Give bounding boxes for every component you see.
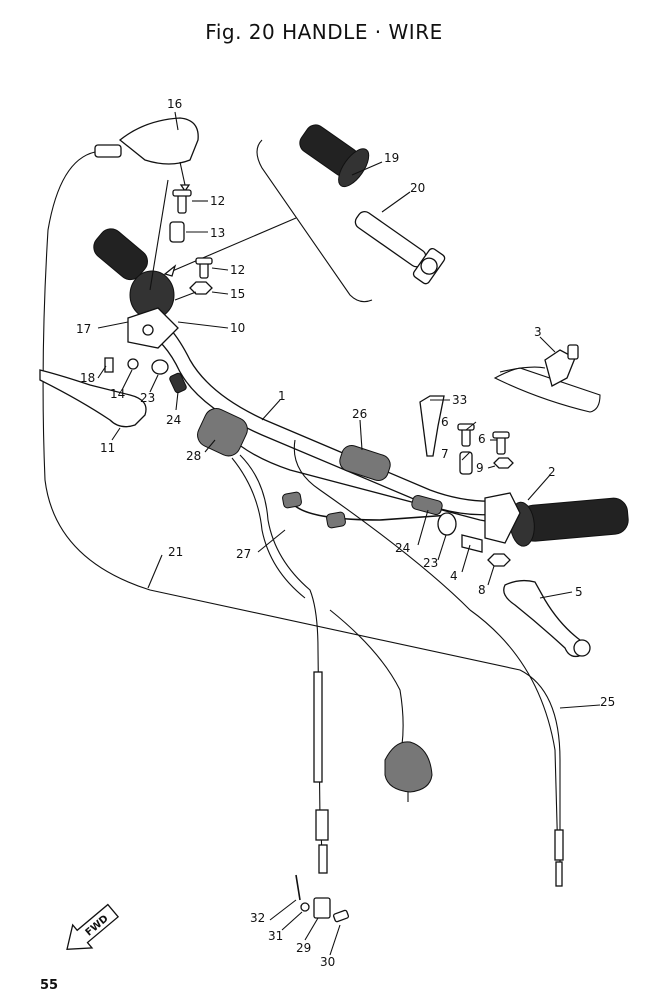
callout-33: 33 (452, 393, 467, 407)
callout-21: 21 (168, 545, 183, 559)
cable-25 (293, 439, 559, 861)
callout-25: 25 (600, 695, 615, 709)
callout-16: 16 (167, 97, 182, 111)
right-clutch-assembly (411, 395, 629, 567)
callout-28: 28 (186, 449, 201, 463)
figure-title: Fig. 20 HANDLE · WIRE (205, 20, 443, 44)
callout-14: 14 (110, 387, 125, 401)
cable-grip-28 (197, 408, 248, 457)
right-lever (503, 579, 591, 658)
callout-26: 26 (352, 407, 367, 421)
callout-12b: 12 (230, 263, 245, 277)
callout-11: 11 (100, 441, 115, 455)
callout-20: 20 (410, 181, 425, 195)
fwd-arrow: FWD (66, 903, 120, 950)
callout-31: 31 (268, 929, 283, 943)
switch-assembly (493, 344, 601, 413)
callout-4: 4 (450, 569, 458, 583)
left-throttle-assembly (93, 228, 179, 349)
callout-13: 13 (210, 226, 225, 240)
callout-17: 17 (76, 322, 91, 336)
left-lever (39, 369, 147, 428)
callout-27: 27 (236, 547, 251, 561)
callout-24a: 24 (166, 413, 181, 427)
callout-18: 18 (80, 371, 95, 385)
callout-7: 7 (441, 447, 449, 461)
callout-6b: 6 (478, 432, 486, 446)
callout-32: 32 (250, 911, 265, 925)
callout-2: 2 (548, 465, 556, 479)
callout-6a: 6 (441, 415, 449, 429)
callout-23a: 23 (140, 391, 155, 405)
callout-15: 15 (230, 287, 245, 301)
inset-throttle-detail (163, 124, 446, 303)
callout-8: 8 (478, 583, 486, 597)
throttle-housing-top (42, 117, 561, 880)
callout-labels: 1 2 3 4 5 6 6 7 8 9 10 11 12 12 13 14 15… (76, 97, 615, 969)
callout-9: 9 (476, 461, 484, 475)
cable-27 (239, 454, 323, 871)
left-small-parts (104, 179, 213, 394)
bottom-parts (295, 874, 350, 923)
callout-5: 5 (575, 585, 583, 599)
page-number: 55 (40, 978, 59, 993)
callout-24b: 24 (395, 541, 410, 555)
cover-26 (339, 445, 391, 481)
callout-30: 30 (320, 955, 335, 969)
callout-19: 19 (384, 151, 399, 165)
callout-23b: 23 (423, 556, 438, 570)
leader-lines (97, 111, 601, 956)
callout-10: 10 (230, 321, 245, 335)
callout-12a: 12 (210, 194, 225, 208)
choke-knob (384, 741, 433, 793)
callout-29: 29 (296, 941, 311, 955)
callout-1: 1 (278, 389, 286, 403)
callout-3: 3 (534, 325, 542, 339)
